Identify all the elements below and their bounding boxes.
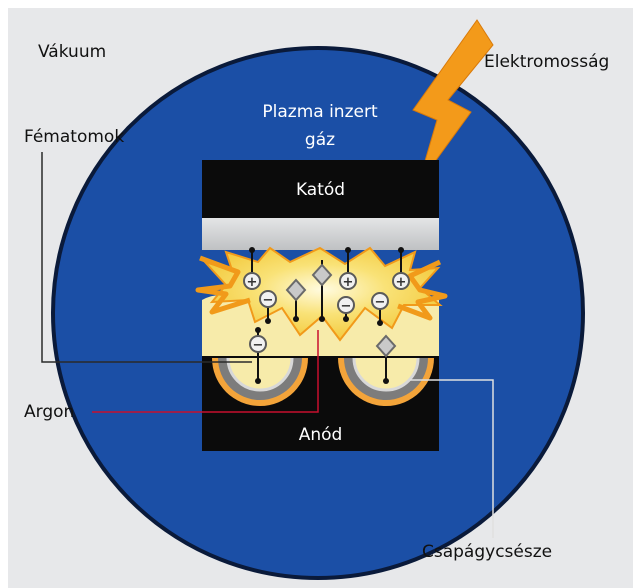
positive-ion-icon: +	[340, 273, 356, 290]
bearing-shell-label: Csapágycsésze	[422, 542, 552, 562]
svg-text:−: −	[341, 299, 352, 314]
electron-icon: −	[260, 291, 276, 308]
vacuum-label: Vákuum	[38, 42, 106, 62]
electron-icon: −	[250, 336, 266, 353]
metal-atoms-label: Fématomok	[24, 127, 124, 147]
svg-text:+: +	[396, 275, 407, 290]
electron-icon: −	[338, 297, 354, 314]
svg-text:+: +	[247, 275, 258, 290]
target-plate	[202, 218, 439, 250]
electricity-label: Elektromosság	[484, 52, 609, 72]
anode-label: Anód	[202, 425, 439, 445]
cathode-label: Katód	[202, 180, 439, 200]
argon-label: Argon	[24, 402, 74, 422]
plasma-label: Plazma inzert gáz	[245, 98, 395, 154]
electron-icon: −	[372, 293, 388, 310]
positive-ion-icon: +	[393, 273, 409, 290]
svg-text:−: −	[375, 295, 386, 310]
svg-text:+: +	[343, 275, 354, 290]
svg-text:−: −	[253, 338, 264, 353]
positive-ion-icon: +	[244, 273, 260, 290]
svg-text:−: −	[263, 293, 274, 308]
